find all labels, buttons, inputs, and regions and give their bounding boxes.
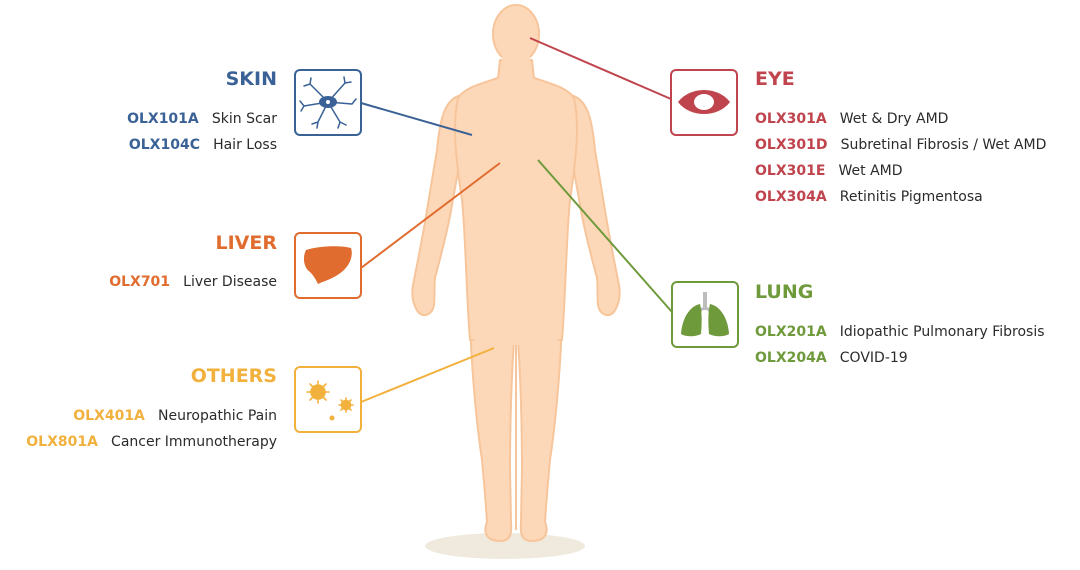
others-item-row: OLX801A Cancer Immunotherapy xyxy=(26,431,277,450)
lung-item-desc: COVID-19 xyxy=(840,350,908,366)
skin-item-desc: Skin Scar xyxy=(212,111,277,127)
eye-item-row: OLX301D Subretinal Fibrosis / Wet AMD xyxy=(755,134,1046,153)
liver-item-code: OLX701 xyxy=(109,274,170,290)
others-item-desc: Cancer Immunotherapy xyxy=(111,434,277,450)
liver-item-desc: Liver Disease xyxy=(183,274,277,290)
liver-icon xyxy=(303,246,352,284)
lung-item-row: OLX201A Idiopathic Pulmonary Fibrosis xyxy=(755,321,1045,340)
liver-title: LIVER xyxy=(216,232,278,254)
body-torso xyxy=(454,59,578,341)
body-left-leg xyxy=(469,324,515,542)
skin-title: SKIN xyxy=(226,68,277,90)
eye-item-desc: Wet & Dry AMD xyxy=(840,111,949,127)
others-section: OTHERS OLX401A Neuropathic Pain OLX801A … xyxy=(26,365,277,450)
human-body-figure xyxy=(411,4,621,542)
lung-item-code: OLX204A xyxy=(755,350,827,366)
skin-icon-box xyxy=(294,69,362,136)
liver-section: LIVER OLX701 Liver Disease xyxy=(109,232,277,290)
others-title: OTHERS xyxy=(191,365,277,387)
lung-item-row: OLX204A COVID-19 xyxy=(755,347,908,366)
skin-item-desc: Hair Loss xyxy=(213,137,277,153)
hip-fill xyxy=(474,300,558,345)
eye-title: EYE xyxy=(755,68,795,90)
liver-icon-box xyxy=(294,232,362,299)
connector-skin xyxy=(360,102,473,136)
eye-icon-box xyxy=(670,69,738,136)
connector-liver xyxy=(360,162,501,269)
eye-item-desc: Wet AMD xyxy=(839,163,903,179)
body-left-arm xyxy=(411,94,463,317)
virus-particles-icon xyxy=(306,380,354,421)
neck-fill xyxy=(502,56,530,84)
lung-item-desc: Idiopathic Pulmonary Fibrosis xyxy=(840,324,1045,340)
eye-item-code: OLX301A xyxy=(755,111,827,127)
eye-item-code: OLX301E xyxy=(755,163,825,179)
lung-title: LUNG xyxy=(755,281,813,303)
ground-shadow xyxy=(425,533,585,559)
connector-lung xyxy=(537,159,673,313)
skin-item-code: OLX104C xyxy=(129,137,200,153)
connector-others xyxy=(360,347,495,403)
eye-section: EYE OLX301A Wet & Dry AMD OLX301D Subret… xyxy=(755,68,1046,205)
skin-item-row: OLX101A Skin Scar xyxy=(127,108,277,127)
lung-section: LUNG OLX201A Idiopathic Pulmonary Fibros… xyxy=(755,281,1045,366)
eye-icon xyxy=(678,90,730,114)
body-right-leg xyxy=(517,324,563,542)
connector-eye xyxy=(529,37,672,100)
body-right-arm xyxy=(569,94,621,317)
lung-item-code: OLX201A xyxy=(755,324,827,340)
eye-item-desc: Retinitis Pigmentosa xyxy=(840,189,983,205)
body-head xyxy=(492,4,540,64)
eye-item-code: OLX304A xyxy=(755,189,827,205)
others-item-code: OLX401A xyxy=(73,408,145,424)
eye-item-row: OLX304A Retinitis Pigmentosa xyxy=(755,186,983,205)
eye-item-code: OLX301D xyxy=(755,137,827,153)
lung-icon-box xyxy=(671,281,739,348)
skin-section: SKIN OLX101A Skin Scar OLX104C Hair Loss xyxy=(127,68,277,153)
eye-item-desc: Subretinal Fibrosis / Wet AMD xyxy=(841,137,1047,153)
eye-item-row: OLX301E Wet AMD xyxy=(755,160,903,179)
skin-item-code: OLX101A xyxy=(127,111,199,127)
lungs-icon xyxy=(681,292,729,337)
nerve-cell-icon xyxy=(299,76,357,129)
eye-item-row: OLX301A Wet & Dry AMD xyxy=(755,108,948,127)
others-item-code: OLX801A xyxy=(26,434,98,450)
others-item-desc: Neuropathic Pain xyxy=(158,408,277,424)
liver-item-row: OLX701 Liver Disease xyxy=(109,271,277,290)
skin-item-row: OLX104C Hair Loss xyxy=(129,134,277,153)
body-seam-cover xyxy=(474,56,558,345)
others-item-row: OLX401A Neuropathic Pain xyxy=(73,405,277,424)
others-icon-box xyxy=(294,366,362,433)
